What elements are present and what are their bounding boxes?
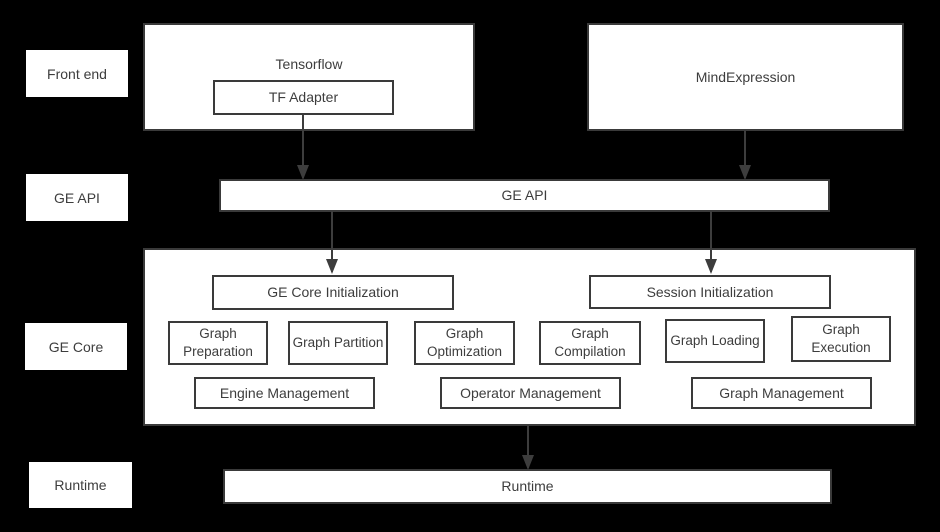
- row-label-front-end: Front end: [26, 50, 128, 97]
- ge-core-initialization-box: GE Core Initialization: [212, 275, 454, 310]
- module-box-graph-partition: Graph Partition: [288, 321, 388, 365]
- row-label-ge-core: GE Core: [25, 323, 127, 370]
- arrow-ge-api-to-ge-core-initialization: [331, 211, 333, 272]
- row-label-runtime: Runtime: [29, 462, 132, 508]
- module-box-graph-compilation: Graph Compilation: [539, 321, 641, 365]
- mindexpression-box: MindExpression: [587, 23, 904, 131]
- arrow-mindexpression-to-ge-api: [744, 131, 746, 178]
- arrow-ge-core-to-runtime: [527, 426, 529, 468]
- module-box-graph-optimization: Graph Optimization: [414, 321, 515, 365]
- module-box-graph-execution: Graph Execution: [791, 316, 891, 362]
- session-initialization-box: Session Initialization: [589, 275, 831, 309]
- management-box-operator-management: Operator Management: [440, 377, 621, 409]
- arrow-tf-adapter-to-ge-api: [302, 115, 304, 178]
- module-box-graph-loading: Graph Loading: [665, 319, 765, 363]
- arrow-ge-api-to-session-initialization: [710, 211, 712, 272]
- row-label-ge-api: GE API: [26, 174, 128, 221]
- runtime-bar: Runtime: [223, 469, 832, 504]
- management-box-engine-management: Engine Management: [194, 377, 375, 409]
- module-box-graph-preparation: Graph Preparation: [168, 321, 268, 365]
- tf-adapter-box: TF Adapter: [213, 80, 394, 115]
- ge-api-bar: GE API: [219, 179, 830, 212]
- tensorflow-title: Tensorflow: [275, 56, 343, 72]
- management-box-graph-management: Graph Management: [691, 377, 872, 409]
